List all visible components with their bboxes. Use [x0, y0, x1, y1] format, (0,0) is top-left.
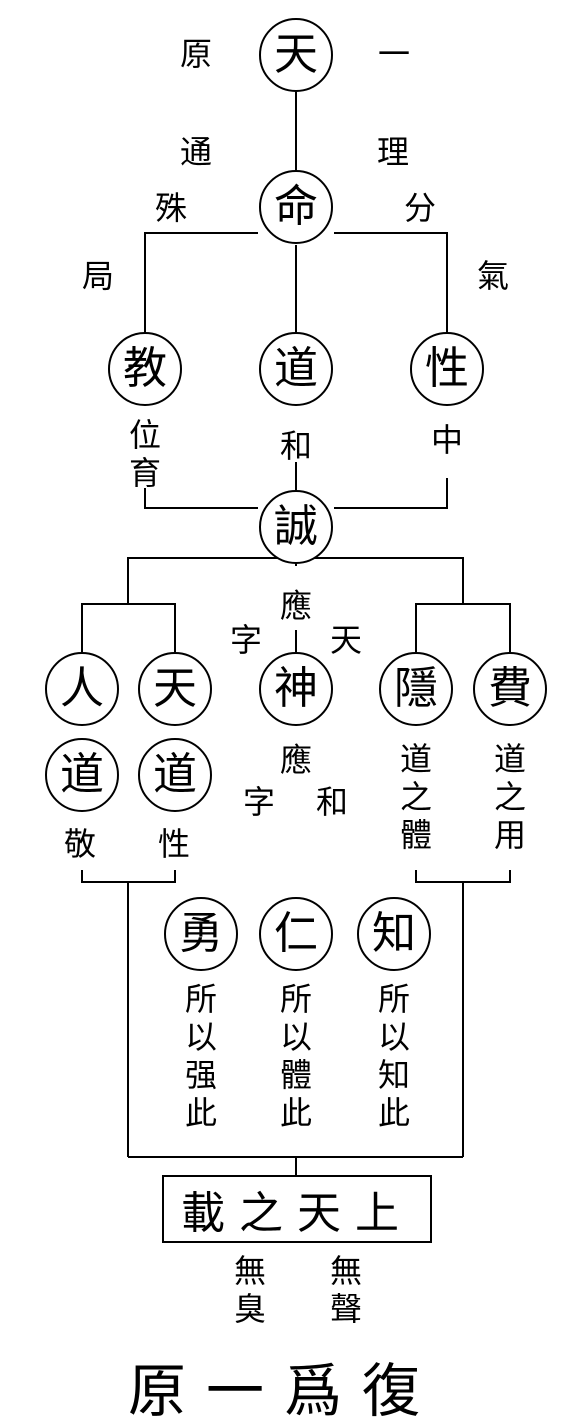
- label-suoyi-zhi-ci: 所以知此: [377, 980, 410, 1132]
- label-zhong: 中: [431, 421, 464, 459]
- label-weiyu: 位育: [128, 416, 161, 492]
- label-yi: 一: [378, 35, 411, 73]
- node-ming: 命: [259, 170, 333, 244]
- node-shen: 神: [259, 652, 333, 726]
- node-xing: 性: [410, 332, 484, 406]
- label-fen: 分: [404, 189, 437, 227]
- connector-xing-cheng: [334, 478, 448, 509]
- connector-cheng-right: [296, 557, 464, 604]
- label-tian-side: 天: [330, 621, 363, 659]
- label-he-2: 和: [316, 783, 349, 821]
- label-yuan: 原: [180, 35, 213, 73]
- label-he: 和: [280, 427, 313, 465]
- node-yin: 隱: [379, 652, 453, 726]
- label-shu: 殊: [155, 189, 188, 227]
- label-xing-2: 性: [158, 825, 191, 863]
- label-qi: 氣: [477, 257, 510, 295]
- label-suoyi-qiang-ci: 所以强此: [184, 980, 217, 1132]
- node-cheng: 誠: [259, 490, 333, 564]
- connector-cheng-left: [127, 557, 297, 604]
- label-ying-2: 應: [280, 741, 313, 779]
- label-ju: 局: [82, 257, 115, 295]
- node-ren-virtue: 仁: [259, 897, 333, 971]
- label-zi-2: 字: [243, 783, 276, 821]
- node-tian: 天: [259, 18, 333, 92]
- node-yong: 勇: [164, 897, 238, 971]
- zai-zhi-tian-shang-box: 載之天上: [162, 1175, 432, 1243]
- label-dao-zhi-yong: 道之用: [493, 740, 526, 854]
- bracket-ti-yong: [415, 870, 511, 883]
- label-jing: 敬: [64, 825, 97, 863]
- connector-ming-xing: [334, 232, 448, 336]
- connector-ming-jiao: [144, 232, 258, 336]
- label-ying: 應: [280, 587, 313, 625]
- bracket-yin-fei: [415, 603, 511, 652]
- node-dao: 道: [259, 332, 333, 406]
- label-suoyi-ti-ci: 所以體此: [279, 980, 312, 1132]
- label-wu-sheng: 無聲: [329, 1252, 362, 1328]
- bracket-jing-xing: [81, 870, 176, 883]
- node-tian-dao: 道: [138, 738, 212, 812]
- node-fei: 費: [473, 652, 547, 726]
- label-wu-xiu: 無臭: [233, 1252, 266, 1328]
- label-tong: 通: [180, 133, 213, 171]
- label-li: 理: [377, 133, 410, 171]
- node-ren: 人: [45, 652, 119, 726]
- node-ren-dao: 道: [45, 738, 119, 812]
- node-tian-2: 天: [138, 652, 212, 726]
- label-dao-zhi-ti: 道之體: [399, 740, 432, 854]
- label-zi: 字: [230, 621, 263, 659]
- footer-title: 原一爲復: [127, 1357, 440, 1425]
- node-zhi: 知: [357, 897, 431, 971]
- bracket-ren-tian: [81, 603, 176, 652]
- connector-jiao-cheng: [144, 488, 258, 509]
- node-jiao: 教: [108, 332, 182, 406]
